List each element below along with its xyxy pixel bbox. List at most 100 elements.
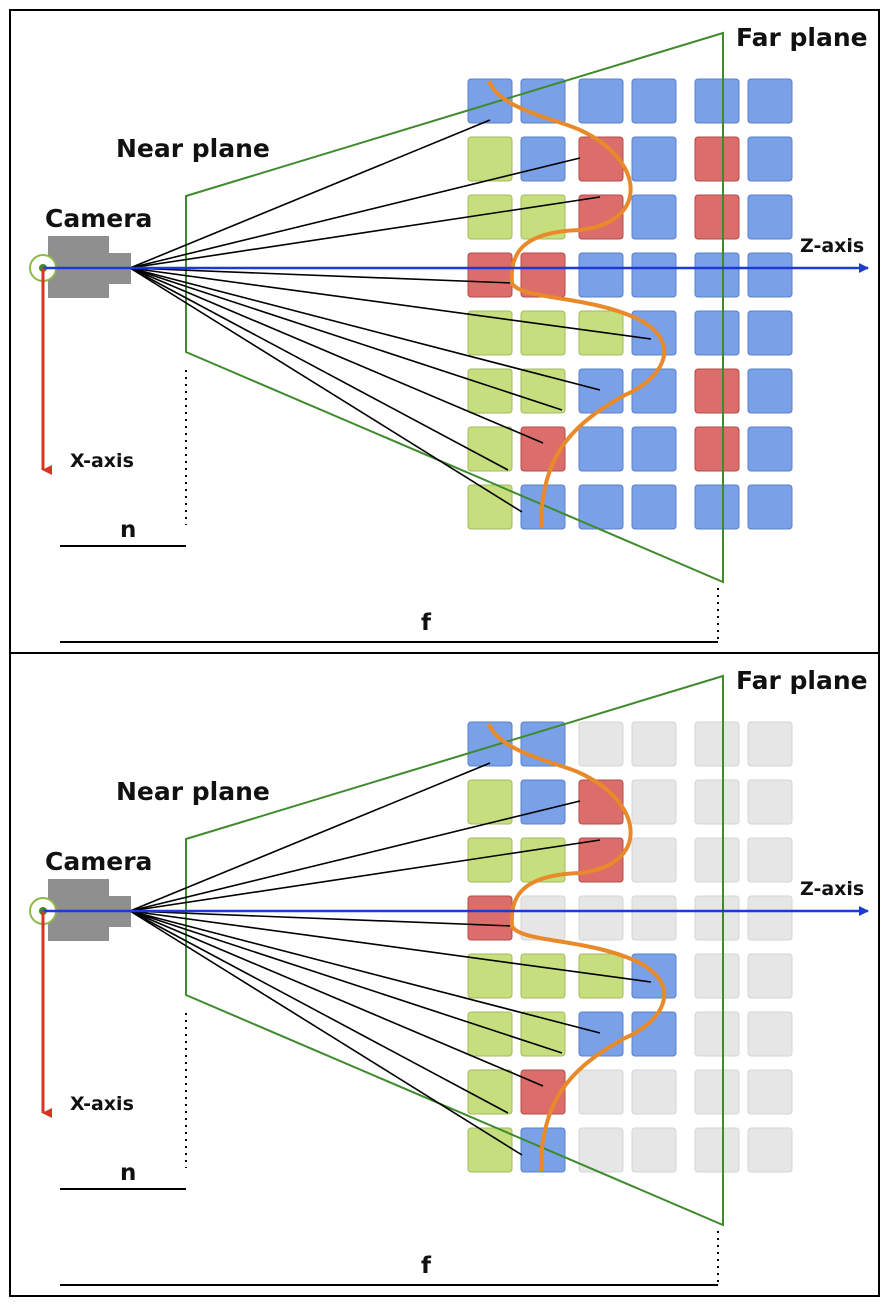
voxel-cell [694, 252, 740, 298]
voxel-cell [631, 779, 677, 825]
voxel-cell [467, 310, 513, 356]
voxel-cell [747, 1069, 793, 1115]
camera-label: Camera [45, 204, 152, 233]
voxel-cell [520, 136, 566, 182]
voxel-cell [578, 368, 624, 414]
near-plane-label: Near plane [116, 134, 270, 163]
voxel-cell [631, 194, 677, 240]
camera-ray [129, 196, 601, 269]
voxel-cell [694, 136, 740, 182]
camera-ray [129, 910, 601, 1034]
camera-ray [129, 267, 513, 284]
camera-ray [129, 910, 652, 983]
voxel-cell [631, 721, 677, 767]
voxel-cell [747, 721, 793, 767]
surface-curve [487, 80, 667, 529]
voxel-cell [694, 1127, 740, 1173]
voxel-cell [467, 721, 513, 767]
camera-ray [129, 267, 601, 391]
voxel-cell [467, 953, 513, 999]
camera-ray [129, 267, 523, 513]
frustum [185, 674, 724, 1227]
voxel-cell [520, 837, 566, 883]
camera-ray [129, 839, 601, 912]
voxel-cell [520, 779, 566, 825]
camera-ray [129, 267, 544, 444]
far-plane-label: Far plane [736, 666, 868, 695]
voxel-cell [467, 252, 513, 298]
voxel-cell [694, 837, 740, 883]
voxel-cell [467, 837, 513, 883]
voxel-cell [694, 1011, 740, 1057]
voxel-cell [694, 1069, 740, 1115]
voxel-cell [631, 252, 677, 298]
voxel-cell [694, 426, 740, 472]
voxel-cell [747, 779, 793, 825]
voxel-cell [747, 1011, 793, 1057]
camera-label: Camera [45, 847, 152, 876]
panel-top: Far plane Near plane Camera Z-axis X-axi… [9, 9, 880, 654]
voxel-cell [578, 78, 624, 124]
far-plane-label: Far plane [736, 23, 868, 52]
voxel-cell [694, 78, 740, 124]
voxel-cell [631, 426, 677, 472]
voxel-cell [578, 252, 624, 298]
voxel-cell [747, 895, 793, 941]
voxel-cell [631, 136, 677, 182]
voxel-cell [467, 368, 513, 414]
voxel-cell [467, 426, 513, 472]
voxel-cell [467, 78, 513, 124]
far-distance-label: f [421, 1253, 432, 1279]
camera-ray [129, 119, 491, 269]
voxel-cell [520, 953, 566, 999]
grid-top [467, 78, 793, 530]
voxel-cell [467, 779, 513, 825]
voxel-cell [694, 368, 740, 414]
z-axis-label: Z-axis [800, 235, 864, 257]
surface-curve [487, 723, 667, 1172]
voxel-cell [578, 1011, 624, 1057]
voxel-cell [747, 1127, 793, 1173]
voxel-cell [631, 78, 677, 124]
panel-border [9, 652, 880, 1297]
voxel-cell [747, 194, 793, 240]
voxel-cell [467, 895, 513, 941]
voxel-cell [578, 426, 624, 472]
voxel-cell [467, 194, 513, 240]
rays-bottom [129, 762, 652, 1156]
camera-ray [129, 800, 581, 912]
camera-ray [129, 910, 544, 1087]
voxel-cell [747, 136, 793, 182]
voxel-cell [694, 779, 740, 825]
voxel-cell [694, 953, 740, 999]
near-plane-label: Near plane [116, 777, 270, 806]
camera-ray [129, 267, 652, 340]
panel-bottom: Far plane Near plane Camera Z-axis X-axi… [9, 652, 880, 1297]
voxel-cell [520, 310, 566, 356]
x-axis-label: X-axis [70, 1093, 134, 1115]
voxel-cell [747, 78, 793, 124]
camera-ray [129, 910, 513, 927]
voxel-cell [694, 895, 740, 941]
voxel-cell [747, 310, 793, 356]
voxel-cell [578, 721, 624, 767]
voxel-cell [467, 1069, 513, 1115]
voxel-cell [631, 484, 677, 530]
z-axis-label: Z-axis [800, 878, 864, 900]
near-distance-label: n [120, 517, 136, 543]
grid-bottom [467, 721, 793, 1173]
voxel-cell [747, 484, 793, 530]
voxel-cell [578, 310, 624, 356]
voxel-cell [631, 895, 677, 941]
voxel-cell [631, 837, 677, 883]
camera-ray [129, 267, 563, 411]
voxel-cell [694, 484, 740, 530]
voxel-cell [694, 721, 740, 767]
frustum [185, 31, 724, 584]
camera-ray [129, 910, 563, 1054]
camera-ray [129, 762, 491, 912]
voxel-cell [467, 1127, 513, 1173]
camera-ray [129, 910, 509, 1114]
voxel-cell [578, 1069, 624, 1115]
